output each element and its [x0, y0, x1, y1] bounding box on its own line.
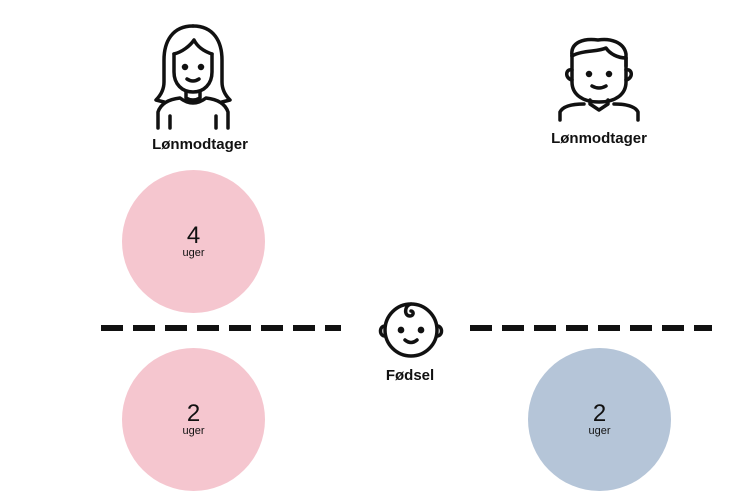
- right-after-number: 2: [592, 399, 607, 427]
- man-icon: [558, 37, 640, 122]
- left-before-number: 4: [186, 221, 201, 249]
- left-before-circle: 4 uger: [122, 170, 265, 313]
- left-after-unit: uger: [182, 424, 205, 437]
- right-after-circle: 2 uger: [528, 348, 671, 491]
- left-after-circle: 2 uger: [122, 348, 265, 491]
- left-before-unit: uger: [182, 246, 205, 259]
- left-person-label: Lønmodtager: [152, 136, 248, 153]
- birth-label: Fødsel: [385, 367, 435, 384]
- right-after-unit: uger: [588, 424, 611, 437]
- right-person-label: Lønmodtager: [551, 130, 647, 147]
- baby-icon: [378, 302, 444, 358]
- woman-icon: [154, 24, 232, 130]
- timeline-left-dashes: [101, 325, 341, 331]
- left-after-number: 2: [186, 399, 201, 427]
- timeline-right-dashes: [470, 325, 712, 331]
